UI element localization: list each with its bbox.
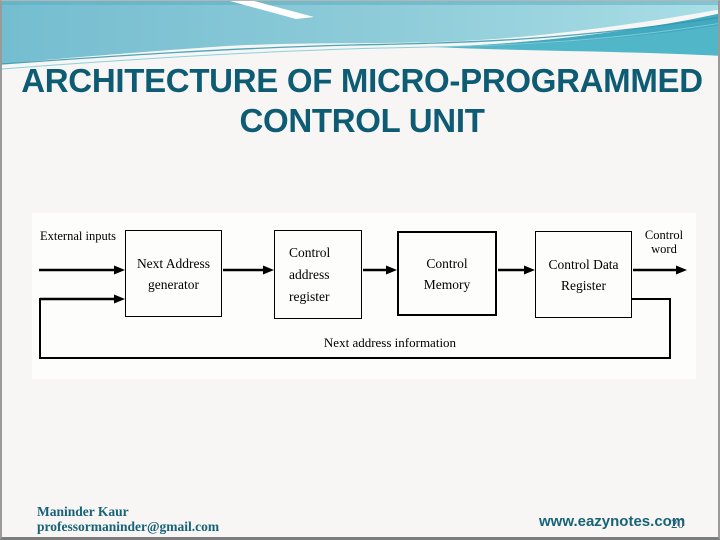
title-line-2: CONTROL UNIT <box>239 102 485 139</box>
header-wave-decoration <box>2 1 718 70</box>
control-word-line: Control <box>644 228 684 242</box>
box-text-line: generator <box>148 276 199 292</box>
box-text-line: register <box>289 288 330 304</box>
box-text-line: Control <box>426 255 468 271</box>
box-text-line: address <box>289 266 330 282</box>
box-text-line: Register <box>561 277 606 293</box>
box-text-line: Control Data <box>548 256 619 272</box>
label-next-address-information: Next address information <box>323 335 457 350</box>
author-name: Maninder Kaur <box>37 504 129 519</box>
footer-author: Maninder Kaur professormaninder@gmail.co… <box>37 504 219 534</box>
footer-website: www.eazynotes.com <box>539 513 686 530</box>
box-text-line: Control <box>289 244 331 260</box>
box-control-address-register: Control address register <box>274 230 362 319</box>
author-email: professormaninder@gmail.com <box>37 519 220 534</box>
box-next-address-generator: Next Address generator <box>125 230 222 317</box>
title-line-1: ARCHITECTURE OF MICRO-PROGRAMMED <box>21 62 703 99</box>
box-control-data-register: Control Data Register <box>535 231 632 318</box>
label-control-word: Control word <box>636 228 692 256</box>
diagram-background-panel <box>32 213 696 379</box>
slide-title: ARCHITECTURE OF MICRO-PROGRAMMED CONTROL… <box>2 61 718 141</box>
wave-shapes <box>2 1 718 70</box>
box-text-line: Memory <box>423 276 471 292</box>
control-word-line: word <box>651 242 677 256</box>
box-text-line: Next Address <box>136 255 211 271</box>
page-number: 20 <box>671 516 684 531</box>
box-control-memory: Control Memory <box>397 231 497 316</box>
label-external-inputs: External inputs <box>40 229 117 243</box>
